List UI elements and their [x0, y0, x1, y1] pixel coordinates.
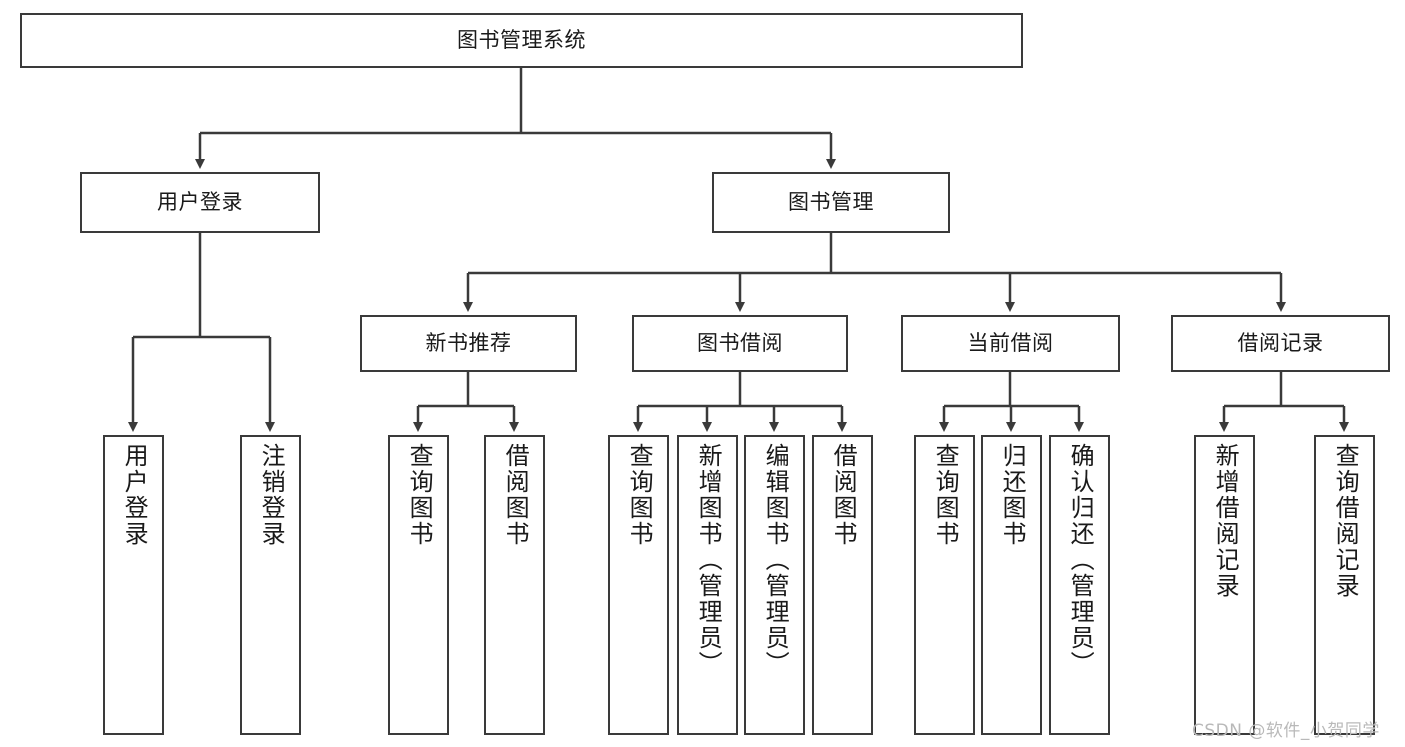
leaf-records-add-record[interactable]: 新增借阅记录	[1194, 435, 1255, 735]
node-book-management[interactable]: 图书管理	[712, 172, 950, 233]
leaf-borrow-query-book[interactable]: 查询图书	[608, 435, 669, 735]
node-label: 编辑图书（管理员）	[761, 443, 790, 677]
leaf-recommend-query-book[interactable]: 查询图书	[388, 435, 449, 735]
leaf-current-return-book[interactable]: 归还图书	[981, 435, 1042, 735]
node-label: 确认归还（管理员）	[1066, 443, 1095, 677]
node-label: 注销登录	[257, 443, 286, 547]
leaf-recommend-borrow-book[interactable]: 借阅图书	[484, 435, 545, 735]
leaf-borrow-borrow-book[interactable]: 借阅图书	[812, 435, 873, 735]
node-label: 新书推荐	[425, 331, 512, 356]
node-label: 归还图书	[998, 443, 1027, 547]
node-label: 查询图书	[931, 443, 960, 547]
leaf-current-confirm-return-admin[interactable]: 确认归还（管理员）	[1049, 435, 1110, 735]
node-label: 借阅图书	[829, 443, 858, 547]
node-current-borrow[interactable]: 当前借阅	[901, 315, 1120, 372]
node-label: 查询借阅记录	[1331, 443, 1360, 599]
watermark: CSDN @软件_小贺同学	[1192, 721, 1380, 741]
leaf-borrow-add-book-admin[interactable]: 新增图书（管理员）	[677, 435, 738, 735]
node-new-book-recommend[interactable]: 新书推荐	[360, 315, 577, 372]
node-label: 图书管理系统	[457, 28, 586, 53]
node-label: 新增图书（管理员）	[694, 443, 723, 677]
node-label: 用户登录	[120, 443, 149, 547]
node-label: 借阅记录	[1237, 331, 1324, 356]
leaf-user-login-logout[interactable]: 注销登录	[240, 435, 301, 735]
leaf-borrow-edit-book-admin[interactable]: 编辑图书（管理员）	[744, 435, 805, 735]
node-borrow-records[interactable]: 借阅记录	[1171, 315, 1390, 372]
node-label: 借阅图书	[501, 443, 530, 547]
node-label: 用户登录	[157, 190, 243, 215]
node-user-login[interactable]: 用户登录	[80, 172, 320, 233]
node-label: 查询图书	[405, 443, 434, 547]
leaf-records-query-record[interactable]: 查询借阅记录	[1314, 435, 1375, 735]
node-root-system[interactable]: 图书管理系统	[20, 13, 1023, 68]
node-label: 查询图书	[625, 443, 654, 547]
node-label: 图书管理	[788, 190, 874, 215]
node-label: 当前借阅	[967, 331, 1054, 356]
node-label: 新增借阅记录	[1211, 443, 1240, 599]
node-label: 图书借阅	[697, 331, 783, 356]
node-book-borrow[interactable]: 图书借阅	[632, 315, 848, 372]
leaf-current-query-book[interactable]: 查询图书	[914, 435, 975, 735]
leaf-user-login-login[interactable]: 用户登录	[103, 435, 164, 735]
